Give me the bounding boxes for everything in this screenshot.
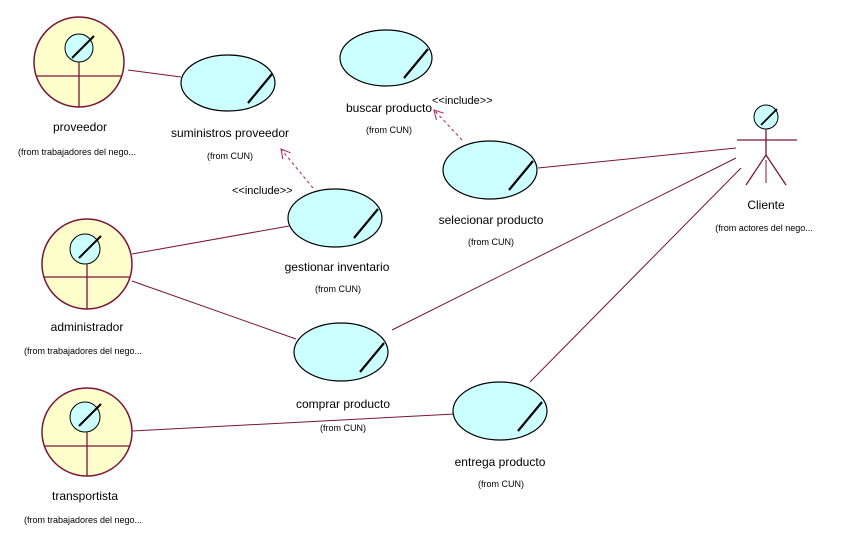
include-gestionar-to-suministros[interactable] (280, 148, 314, 189)
include-stereotype-selecionar: <<include>> (432, 95, 493, 107)
use-case-source-entrega: (from CUN) (478, 479, 524, 489)
association-cliente-comprar[interactable] (391, 157, 737, 331)
dependencies (280, 109, 463, 189)
worker-name-proveedor: proveedor (52, 120, 108, 134)
use-case-source-buscar: (from CUN) (366, 125, 412, 135)
association-administrador-comprar[interactable] (131, 280, 297, 340)
use-case-name-buscar: buscar producto (345, 101, 433, 115)
association-administrador-gestionar[interactable] (131, 225, 290, 255)
actor-head-icon (753, 104, 779, 130)
use-case-source-selecionar: (from CUN) (468, 237, 514, 247)
worker-head-icon (69, 233, 101, 265)
business-worker-transportista[interactable] (41, 387, 133, 477)
use-case-source-gestionar: (from CUN) (315, 284, 361, 294)
use-case-name-entrega: entrega producto (454, 455, 546, 469)
worker-source-administrador: (from trabajadores del nego... (23, 346, 143, 356)
include-selecionar-to-buscar[interactable] (433, 109, 463, 141)
use-case-source-suministros: (from CUN) (207, 151, 253, 161)
include-stereotype-gestionar: <<include>> (232, 185, 293, 197)
worker-name-administrador: administrador (50, 320, 124, 334)
actor-cliente[interactable] (737, 104, 797, 186)
association-cliente-entrega[interactable] (529, 167, 742, 383)
actor-name-cliente: Cliente (747, 198, 785, 212)
use-case-buscar-producto[interactable] (339, 29, 433, 87)
use-case-gestionar-inventario[interactable] (287, 188, 383, 248)
business-worker-administrador[interactable] (41, 218, 133, 310)
use-case-selecionar-producto[interactable] (442, 140, 538, 200)
use-case-source-comprar: (from CUN) (320, 423, 366, 433)
actor-source-cliente: (from actores del nego... (715, 223, 813, 233)
business-worker-proveedor[interactable] (33, 16, 125, 108)
use-case-comprar-producto[interactable] (293, 322, 389, 382)
worker-head-icon (64, 33, 94, 63)
association-proveedor-suministros[interactable] (127, 69, 182, 78)
use-case-name-selecionar: selecionar producto (438, 213, 544, 227)
association-transportista-entrega[interactable] (131, 413, 456, 432)
use-case-entrega-producto[interactable] (452, 381, 548, 441)
associations (127, 69, 742, 432)
worker-head-icon (69, 401, 101, 433)
worker-name-transportista: transportista (51, 489, 119, 503)
worker-source-proveedor: (from trabajadores del nego... (17, 147, 137, 157)
use-case-suministros-proveedor[interactable] (180, 54, 276, 112)
use-case-name-suministros: suministros proveedor (170, 126, 290, 140)
use-case-name-gestionar: gestionar inventario (284, 260, 390, 274)
association-cliente-selecionar[interactable] (537, 147, 737, 169)
use-case-name-comprar: comprar producto (295, 397, 391, 411)
worker-source-transportista: (from trabajadores del nego... (23, 515, 143, 525)
